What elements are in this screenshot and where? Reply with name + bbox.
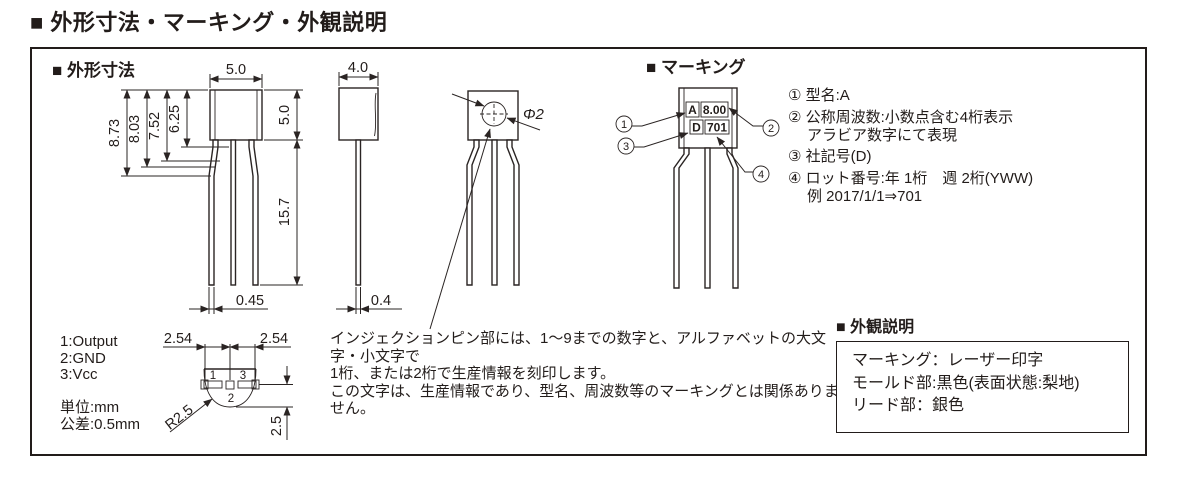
dim-label-15-7: 15.7: [277, 198, 293, 226]
bottom-pin2-label: 2: [228, 393, 234, 405]
marking-heading: ■ マーキング: [646, 58, 746, 77]
callout-2-number: 2: [768, 123, 774, 135]
marking-legend: ① 型名:A ② 公称周波数:小数点含む4桁表示 アラビア数字にて表現 ③ 社記…: [788, 87, 1033, 206]
dim-label-width-5-0: 5.0: [226, 62, 246, 78]
injection-pin-leader-line: [429, 128, 491, 330]
units-notes: 単位:mm 公差:0.5mm: [60, 399, 140, 433]
page-title: ■ 外形寸法・マーキング・外観説明: [30, 10, 388, 35]
mark-type-name: A: [688, 103, 697, 117]
pin-assignment-list: 1:Output 2:GND 3:Vcc: [60, 333, 118, 384]
bottom-view-drawing: 1 3 2 2.54 2.54 R2.5 2.5: [163, 331, 293, 440]
callout-2-balloon: [762, 119, 780, 137]
injection-note-line-3: この文字は、生産情報であり、型名、周波数等のマーキングとは関係ありません。: [330, 382, 839, 418]
content-frame-border: [30, 47, 1147, 456]
mark-lot-number: 701: [707, 121, 727, 135]
callout-1-number: 1: [621, 119, 627, 131]
back-view-drawing: Φ2: [429, 90, 545, 330]
legend-item-lot-example: 例 2017/1/1⇒701: [807, 187, 923, 205]
callout-1-balloon: [615, 115, 633, 133]
front-view-drawing: 8.73 8.03 7.52 6.25 5.0 5.0 15.7 0.45: [107, 62, 303, 314]
dim-label-7-52: 7.52: [147, 112, 163, 140]
dim-label-height-5-0: 5.0: [277, 105, 293, 125]
pin-2-assignment: 2:GND: [60, 349, 106, 367]
dim-label-8-73: 8.73: [107, 119, 123, 147]
unit-note: 単位:mm: [60, 399, 120, 416]
mark-frequency: 8.00: [703, 103, 727, 117]
legend-item-frequency: ② 公称周波数:小数点含む4桁表示: [788, 108, 1014, 126]
mark-company-symbol: D: [692, 121, 701, 135]
appearance-mold-line: モールド部:黒色(表面状態:梨地): [852, 374, 1080, 392]
injection-pin-note: インジェクションピン部には、1〜9までの数字と、アルファベットの大文字・小文字で…: [330, 330, 850, 418]
callout-4-number: 4: [758, 169, 764, 181]
dim-label-0-4: 0.4: [371, 293, 391, 309]
appearance-heading: ■ 外観説明: [836, 319, 915, 336]
dim-label-0-45: 0.45: [236, 293, 264, 309]
side-view-drawing: 4.0 0.4: [336, 60, 402, 314]
legend-item-type-name: ① 型名:A: [788, 87, 850, 104]
callout-4-balloon: [752, 165, 770, 183]
legend-item-lot: ④ ロット番号:年 1桁 週 2桁(YWW): [788, 169, 1034, 187]
callout-3-balloon: [617, 137, 635, 155]
pin-1-assignment: 1:Output: [60, 333, 118, 350]
bottom-pin3-label: 3: [240, 370, 246, 382]
dim-label-pitch-left: 2.54: [164, 331, 192, 347]
marking-figure-drawing: A 8.00 D 701 1 3 2 4: [615, 87, 780, 289]
appearance-description-box: マーキング：レーザー印字 モールド部:黒色(表面状態:梨地) リード部：銀色: [836, 341, 1129, 433]
injection-note-line-1: インジェクションピン部には、1〜9までの数字と、アルファベットの大文字・小文字で: [330, 330, 826, 365]
callout-3-number: 3: [623, 141, 629, 153]
pin-3-assignment: 3:Vcc: [60, 366, 98, 383]
appearance-lead-line: リード部：銀色: [852, 397, 965, 414]
dim-label-phi2: Φ2: [523, 106, 545, 123]
dim-label-pitch-right: 2.54: [260, 331, 288, 347]
bottom-pin1-label: 1: [210, 370, 216, 382]
dim-label-8-03: 8.03: [127, 115, 143, 143]
dim-label-6-25: 6.25: [167, 105, 183, 133]
legend-item-company: ③ 社記号(D): [788, 148, 872, 165]
tolerance-note: 公差:0.5mm: [60, 416, 141, 433]
injection-note-line-2: 1桁、または2桁で生産情報を刻印します。: [330, 365, 616, 382]
legend-item-frequency-sub: アラビア数字にて表現: [807, 126, 958, 144]
outline-dimensions-heading: ■ 外形寸法: [52, 61, 135, 80]
dim-label-2-5: 2.5: [269, 416, 285, 436]
appearance-marking-line: マーキング：レーザー印字: [852, 352, 1044, 369]
dim-label-4-0: 4.0: [348, 60, 368, 76]
dim-label-r2-5: R2.5: [163, 402, 197, 433]
